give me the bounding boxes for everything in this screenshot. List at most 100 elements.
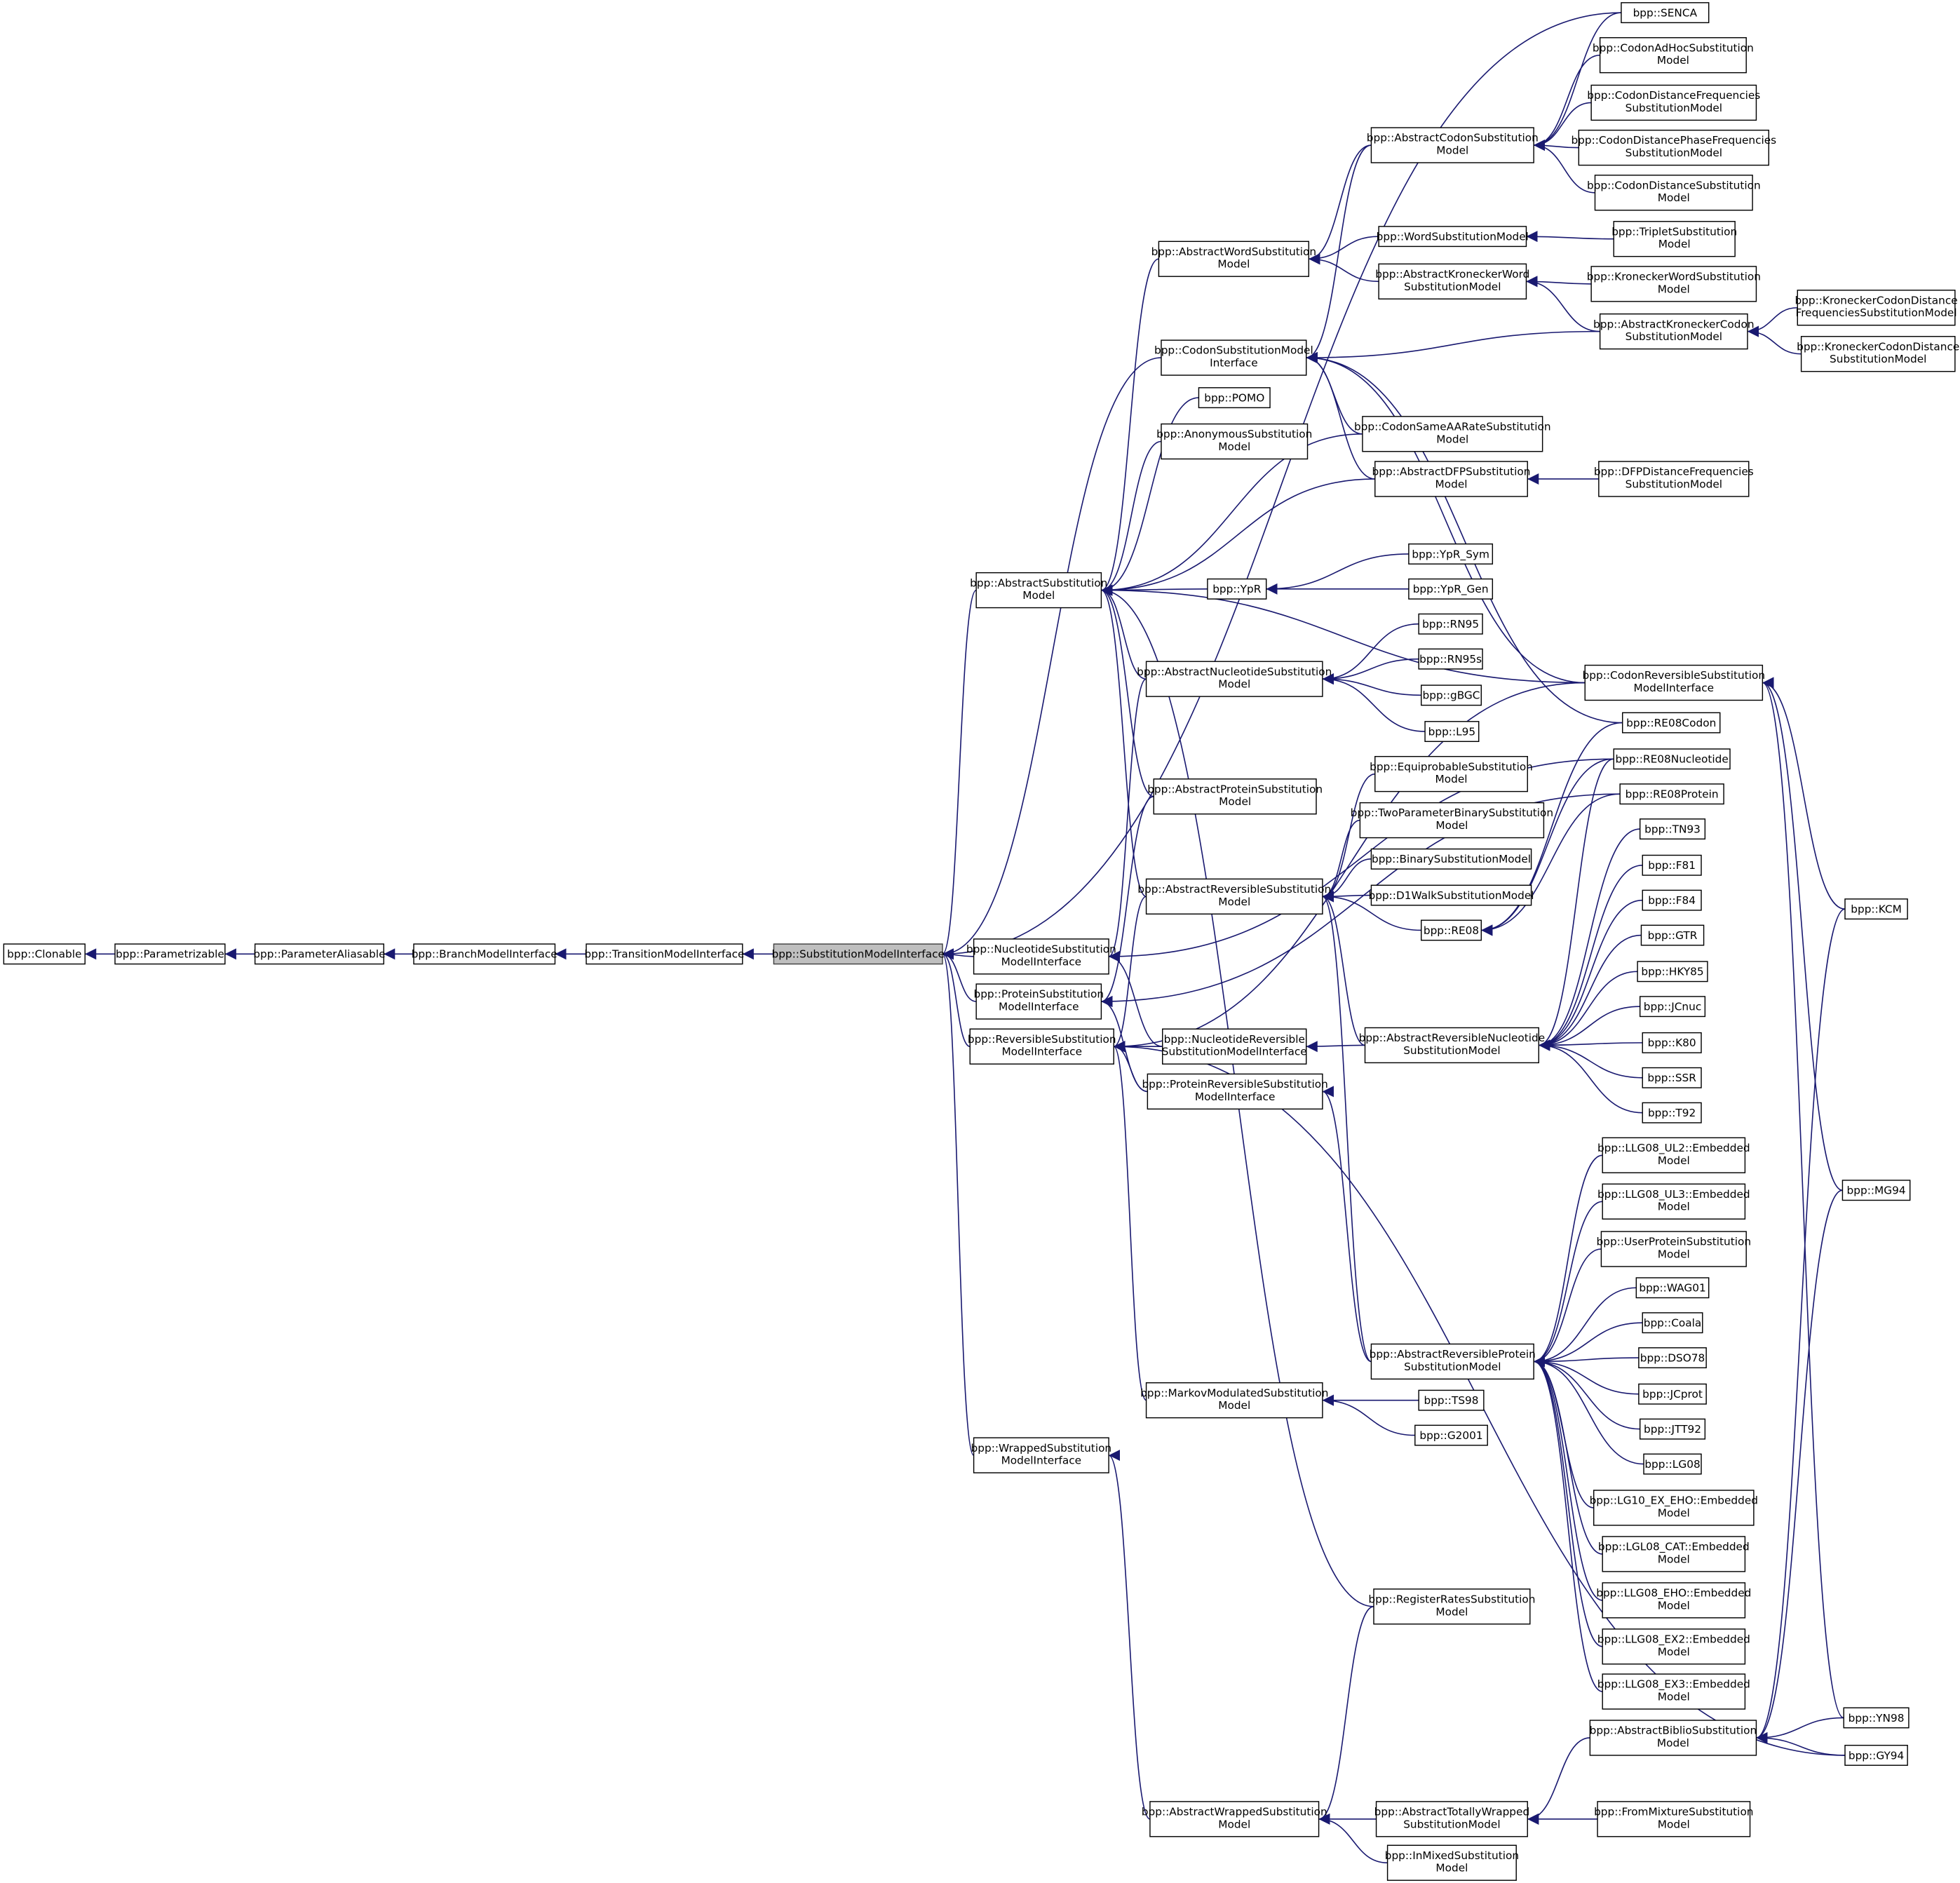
class-node-ssr[interactable]: bpp::SSR bbox=[1642, 1067, 1702, 1088]
class-node-pomo[interactable]: bpp::POMO bbox=[1198, 387, 1271, 409]
node-label: bpp::AbstractBiblioSubstitution bbox=[1590, 1725, 1757, 1737]
inheritance-edge bbox=[1101, 584, 1586, 684]
class-node-ypr[interactable]: bpp::YpR bbox=[1207, 578, 1267, 600]
class-node-re08[interactable]: bpp::RE08 bbox=[1421, 919, 1482, 941]
class-node-rn95[interactable]: bpp::RN95 bbox=[1418, 613, 1483, 635]
class-node-kroneckercodondistance[interactable]: bpp::KroneckerCodonDistanceFrequenciesSu… bbox=[1795, 290, 1958, 326]
node-box bbox=[1589, 1720, 1757, 1756]
class-node-gbgc[interactable]: bpp::gBGC bbox=[1421, 684, 1482, 706]
class-node-mg94[interactable]: bpp::MG94 bbox=[1841, 1180, 1911, 1201]
class-node-proteinreversiblesubstitution[interactable]: bpp::ProteinReversibleSubstitutionModelI… bbox=[1142, 1073, 1328, 1110]
class-node-kroneckercodondistance[interactable]: bpp::KroneckerCodonDistanceSubstitutionM… bbox=[1797, 336, 1959, 372]
class-node-abstractkroneckerword[interactable]: bpp::AbstractKroneckerWordSubstitutionMo… bbox=[1375, 263, 1529, 299]
class-node-d1walksubstitutionmodel[interactable]: bpp::D1WalkSubstitutionModel bbox=[1368, 884, 1534, 906]
class-node-binarysubstitutionmodel[interactable]: bpp::BinarySubstitutionModel bbox=[1370, 848, 1532, 870]
class-node-hky85[interactable]: bpp::HKY85 bbox=[1637, 961, 1708, 983]
class-node-nucleotidereversible[interactable]: bpp::NucleotideReversibleSubstitutionMod… bbox=[1162, 1028, 1307, 1065]
class-node-f81[interactable]: bpp::F81 bbox=[1642, 854, 1702, 876]
node-label: bpp::AbstractCodonSubstitution bbox=[1367, 132, 1539, 144]
class-node-abstractreversibleprotein[interactable]: bpp::AbstractReversibleProteinSubstituti… bbox=[1370, 1343, 1536, 1380]
class-node-ypr-sym[interactable]: bpp::YpR_Sym bbox=[1408, 543, 1494, 565]
class-node-rn95s[interactable]: bpp::RN95s bbox=[1418, 648, 1483, 670]
class-node-kcm[interactable]: bpp::KCM bbox=[1844, 898, 1908, 920]
class-node-jtt92[interactable]: bpp::JTT92 bbox=[1639, 1418, 1706, 1440]
class-node-codonreversiblesubstitution[interactable]: bpp::CodonReversibleSubstitutionModelInt… bbox=[1583, 664, 1766, 701]
node-box bbox=[1373, 1588, 1531, 1625]
node-box bbox=[1370, 884, 1532, 906]
node-label: bpp::AbstractDFPSubstitution bbox=[1372, 466, 1531, 478]
class-node-f84[interactable]: bpp::F84 bbox=[1642, 889, 1702, 911]
class-node-abstracttotallywrapped[interactable]: bpp::AbstractTotallyWrappedSubstitutionM… bbox=[1374, 1801, 1530, 1837]
class-node-dso78[interactable]: bpp::DSO78 bbox=[1638, 1347, 1707, 1369]
class-node-k80[interactable]: bpp::K80 bbox=[1642, 1032, 1702, 1053]
class-node-abstractreversiblenucleotide[interactable]: bpp::AbstractReversibleNucleotideSubstit… bbox=[1359, 1027, 1546, 1064]
node-label: bpp::F84 bbox=[1648, 894, 1696, 907]
class-node-branchmodelinterface[interactable]: bpp::BranchModelInterface bbox=[412, 943, 557, 965]
class-node-re08codon[interactable]: bpp::RE08Codon bbox=[1622, 712, 1721, 734]
class-node-codondistancefrequencies[interactable]: bpp::CodonDistanceFrequenciesSubstitutio… bbox=[1587, 84, 1760, 121]
class-node-substitutionmodelinterface[interactable]: bpp::SubstitutionModelInterface bbox=[771, 943, 945, 965]
class-node-wordsubstitutionmodel[interactable]: bpp::WordSubstitutionModel bbox=[1377, 226, 1529, 248]
class-node-yn98[interactable]: bpp::YN98 bbox=[1843, 1707, 1910, 1729]
class-node-nucleotidesubstitution[interactable]: bpp::NucleotideSubstitutionModelInterfac… bbox=[966, 938, 1116, 975]
class-node-parameteraliasable[interactable]: bpp::ParameterAliasable bbox=[253, 943, 386, 965]
class-node-reversiblesubstitution[interactable]: bpp::ReversibleSubstitutionModelInterfac… bbox=[968, 1028, 1116, 1065]
class-node-tn93[interactable]: bpp::TN93 bbox=[1639, 818, 1706, 840]
class-node-wag01[interactable]: bpp::WAG01 bbox=[1635, 1277, 1710, 1299]
class-node-g2001[interactable]: bpp::G2001 bbox=[1414, 1424, 1488, 1446]
class-node-t92[interactable]: bpp::T92 bbox=[1642, 1102, 1702, 1123]
class-node-parametrizable[interactable]: bpp::Parametrizable bbox=[114, 943, 226, 965]
class-node-gy94[interactable]: bpp::GY94 bbox=[1844, 1744, 1908, 1766]
class-node-coala[interactable]: bpp::Coala bbox=[1642, 1312, 1703, 1334]
class-node-re08nucleotide[interactable]: bpp::RE08Nucleotide bbox=[1613, 748, 1731, 770]
class-node-l95[interactable]: bpp::L95 bbox=[1424, 721, 1480, 743]
class-node-ypr-gen[interactable]: bpp::YpR_Gen bbox=[1408, 578, 1494, 600]
class-node-clonable[interactable]: bpp::Clonable bbox=[3, 943, 86, 965]
class-node-abstractkroneckercodon[interactable]: bpp::AbstractKroneckerCodonSubstitutionM… bbox=[1593, 313, 1755, 350]
class-node-dfpdistancefrequencies[interactable]: bpp::DFPDistanceFrequenciesSubstitutionM… bbox=[1594, 461, 1754, 497]
class-node-jcnuc[interactable]: bpp::JCnuc bbox=[1639, 996, 1706, 1018]
node-box bbox=[1602, 1673, 1746, 1710]
class-node-ts98[interactable]: bpp::TS98 bbox=[1418, 1389, 1485, 1411]
node-box bbox=[1602, 1183, 1746, 1220]
class-node-lg08[interactable]: bpp::LG08 bbox=[1643, 1453, 1702, 1475]
class-node-transitionmodelinterface[interactable]: bpp::TransitionModelInterface bbox=[584, 943, 744, 965]
class-node-codondistancephasefrequencies[interactable]: bpp::CodonDistancePhaseFrequenciesSubsti… bbox=[1571, 129, 1776, 166]
class-node-jcprot[interactable]: bpp::JCprot bbox=[1638, 1383, 1707, 1405]
class-node-senca[interactable]: bpp::SENCA bbox=[1621, 2, 1710, 24]
class-node-re08protein[interactable]: bpp::RE08Protein bbox=[1619, 783, 1724, 805]
class-node-gtr[interactable]: bpp::GTR bbox=[1640, 924, 1705, 946]
